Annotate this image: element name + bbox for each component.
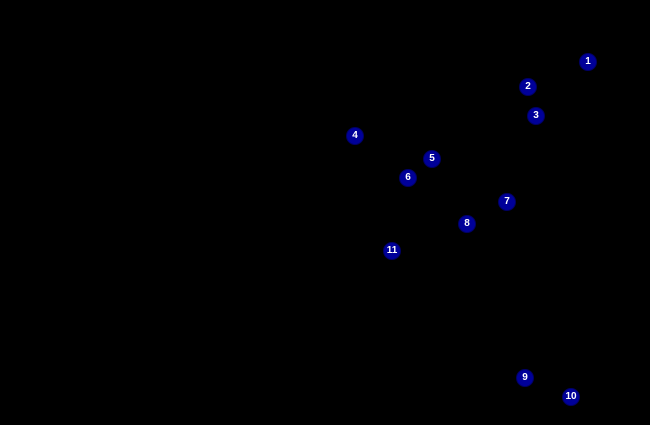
marker-label: 11 (386, 245, 398, 256)
marker-label: 7 (504, 196, 510, 207)
map-marker-6[interactable]: 6 (399, 169, 417, 187)
marker-label: 10 (565, 391, 577, 402)
marker-label: 4 (352, 130, 358, 141)
map-marker-10[interactable]: 10 (562, 388, 580, 406)
map-marker-5[interactable]: 5 (423, 150, 441, 168)
marker-label: 8 (464, 218, 470, 229)
map-marker-11[interactable]: 11 (383, 242, 401, 260)
map-marker-7[interactable]: 7 (498, 193, 516, 211)
map-marker-9[interactable]: 9 (516, 369, 534, 387)
marker-label: 2 (525, 81, 531, 92)
map-marker-1[interactable]: 1 (579, 53, 597, 71)
marker-label: 5 (429, 153, 435, 164)
map-marker-8[interactable]: 8 (458, 215, 476, 233)
marker-label: 6 (405, 172, 411, 183)
map-marker-3[interactable]: 3 (527, 107, 545, 125)
marker-label: 1 (585, 56, 591, 67)
marker-label: 9 (522, 372, 528, 383)
map-marker-4[interactable]: 4 (346, 127, 364, 145)
map-marker-2[interactable]: 2 (519, 78, 537, 96)
marker-label: 3 (533, 110, 539, 121)
